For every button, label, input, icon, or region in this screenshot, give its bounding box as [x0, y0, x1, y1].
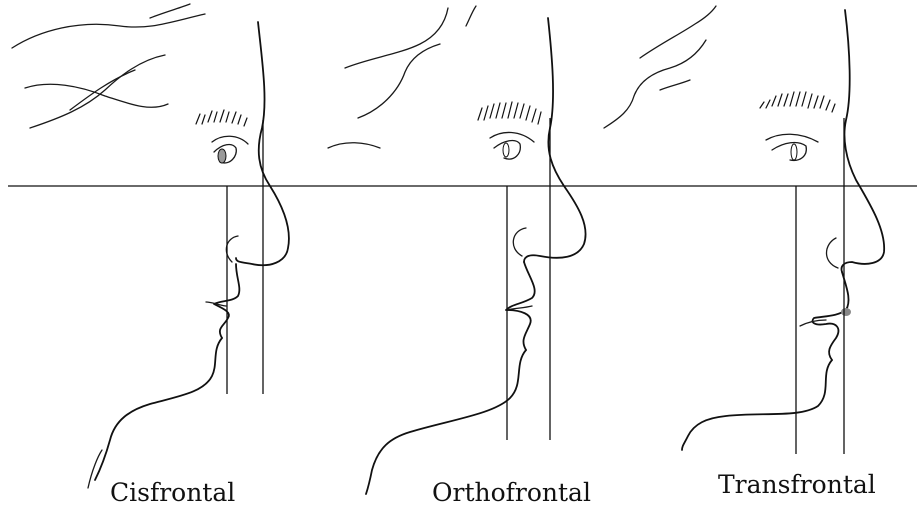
caption-transfrontal: Transfrontal — [718, 470, 876, 499]
cisfrontal-hair-strand — [30, 55, 165, 128]
transfrontal-hair-strand — [660, 80, 690, 90]
cisfrontal-profile — [12, 4, 289, 488]
transfrontal-iris — [791, 144, 797, 160]
cisfrontal-chin-neck — [95, 338, 222, 480]
transfrontal-lip-shade — [841, 308, 851, 316]
orthofrontal-hair-strand — [328, 143, 380, 148]
transfrontal-eye — [772, 143, 806, 161]
caption-orthofrontal: Orthofrontal — [432, 478, 591, 507]
transfrontal-lips — [813, 272, 849, 360]
orthofrontal-hair-strand — [466, 6, 476, 26]
orthofrontal-nostril — [513, 228, 526, 256]
caption-cisfrontal: Cisfrontal — [110, 478, 235, 507]
transfrontal-hair — [640, 6, 716, 58]
orthofrontal-profile — [328, 6, 586, 494]
cisfrontal-hair-strand — [25, 84, 168, 107]
cisfrontal-hair-strand — [150, 4, 190, 18]
cisfrontal-brow — [196, 110, 247, 126]
transfrontal-hair-strand — [604, 40, 706, 128]
transfrontal-chin-neck — [682, 360, 832, 450]
transfrontal-eye-lid — [766, 134, 818, 142]
transfrontal-nostril — [827, 238, 839, 268]
cisfrontal-hair-strand — [70, 70, 135, 110]
orthofrontal-face-outline — [524, 18, 586, 262]
transfrontal-brow — [760, 92, 835, 112]
orthofrontal-hair-strand — [358, 44, 440, 118]
orthofrontal-hair — [345, 8, 448, 68]
orthofrontal-iris — [503, 143, 509, 157]
transfrontal-profile — [604, 6, 884, 454]
cisfrontal-iris — [218, 149, 226, 163]
orthofrontal-brow — [478, 102, 541, 124]
cisfrontal-hair — [12, 14, 205, 48]
cisfrontal-eye-lid — [212, 136, 248, 144]
transfrontal-face-outline — [841, 10, 884, 272]
orthofrontal-chin-neck — [366, 350, 526, 494]
